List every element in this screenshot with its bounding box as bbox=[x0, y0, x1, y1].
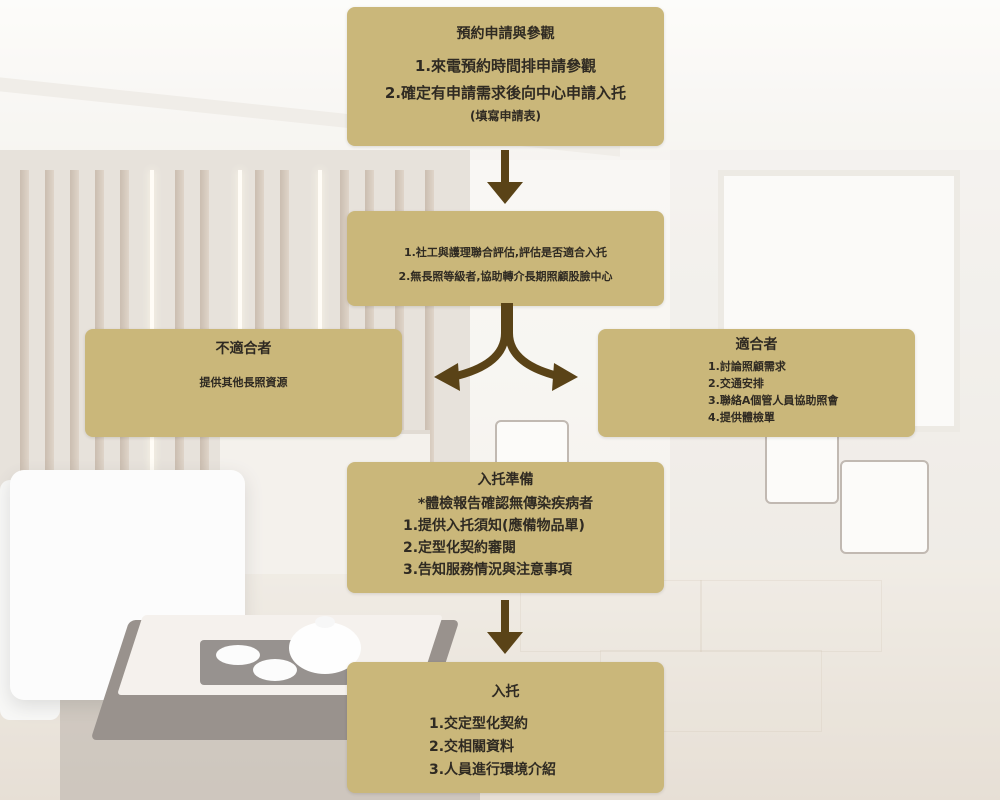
list-item: 4.提供體檢單 bbox=[708, 411, 775, 424]
not-suitable-description: 提供其他長照資源 bbox=[199, 376, 288, 389]
list-item: 1.提供入托須知(應備物品單) bbox=[403, 518, 585, 534]
step-apply-visit-title: 預約申請與參觀 bbox=[456, 26, 555, 42]
step-apply-visit-items: 1.來電預約時間排申請參觀 2.確定有申請需求後向中心申請入托 bbox=[347, 53, 664, 107]
list-item: 3.告知服務情況與注意事項 bbox=[403, 562, 573, 578]
step-preparation-title: 入托準備 bbox=[477, 472, 534, 488]
wood-slat bbox=[70, 170, 79, 570]
lounge-chair bbox=[840, 460, 929, 554]
suitable-box: 適合者 1.討論照顧需求 2.交通安排 3.聯絡A個管人員協助照會 4.提供體檢… bbox=[598, 329, 915, 437]
step-admission-items: 1.交定型化契約 2.交相關資料 3.人員進行環境介紹 bbox=[429, 713, 664, 782]
list-item: 2.交通安排 bbox=[708, 377, 764, 390]
wood-slat bbox=[20, 170, 29, 570]
arrow-down-icon bbox=[487, 150, 523, 204]
list-item: 2.無長照等級者,協助轉介長期照顧股臉中心 bbox=[398, 270, 613, 283]
suitable-title: 適合者 bbox=[735, 337, 778, 353]
list-item: 1.來電預約時間排申請參觀 bbox=[414, 57, 597, 75]
not-suitable-box: 不適合者 提供其他長照資源 bbox=[85, 329, 402, 437]
suitable-items: 1.討論照顧需求 2.交通安排 3.聯絡A個管人員協助照會 4.提供體檢單 bbox=[708, 358, 915, 426]
step-admission-title: 入托 bbox=[491, 684, 520, 700]
lounge-chair bbox=[765, 430, 839, 504]
step-preparation: 入托準備 *體檢報告確認無傳染疾病者 1.提供入托須知(應備物品單) 2.定型化… bbox=[347, 462, 664, 593]
step-apply-visit: 預約申請與參觀 1.來電預約時間排申請參觀 2.確定有申請需求後向中心申請入托 … bbox=[347, 7, 664, 146]
tea-set-icon bbox=[200, 616, 361, 685]
floor-tile bbox=[700, 580, 882, 652]
list-item: 1.討論照顧需求 bbox=[708, 360, 786, 373]
list-item: 2.交相關資料 bbox=[429, 739, 515, 755]
list-item: 2.定型化契約審閱 bbox=[403, 540, 517, 556]
step-preparation-items: 1.提供入托須知(應備物品單) 2.定型化契約審閱 3.告知服務情況與注意事項 bbox=[403, 515, 664, 581]
application-form-note: (填寫申請表) bbox=[470, 109, 541, 123]
list-item: 1.交定型化契約 bbox=[429, 716, 529, 732]
list-item: 2.確定有申請需求後向中心申請入托 bbox=[384, 84, 627, 102]
wood-slat bbox=[425, 170, 434, 570]
step-assessment-items: 1.社工與護理聯合評估,評估是否適合入托 2.無長照等級者,協助轉介長期照顧股臉… bbox=[347, 241, 664, 289]
step-assessment: 1.社工與護理聯合評估,評估是否適合入托 2.無長照等級者,協助轉介長期照顧股臉… bbox=[347, 211, 664, 306]
list-item: 3.聯絡A個管人員協助照會 bbox=[708, 394, 839, 407]
not-suitable-title: 不適合者 bbox=[215, 341, 272, 357]
arrow-down-icon bbox=[487, 600, 523, 654]
health-check-note: *體檢報告確認無傳染疾病者 bbox=[417, 496, 594, 512]
branch-arrow-icon bbox=[434, 303, 578, 391]
wood-slat bbox=[45, 170, 54, 570]
step-admission: 入托 1.交定型化契約 2.交相關資料 3.人員進行環境介紹 bbox=[347, 662, 664, 793]
list-item: 1.社工與護理聯合評估,評估是否適合入托 bbox=[403, 246, 607, 259]
list-item: 3.人員進行環境介紹 bbox=[429, 762, 557, 778]
